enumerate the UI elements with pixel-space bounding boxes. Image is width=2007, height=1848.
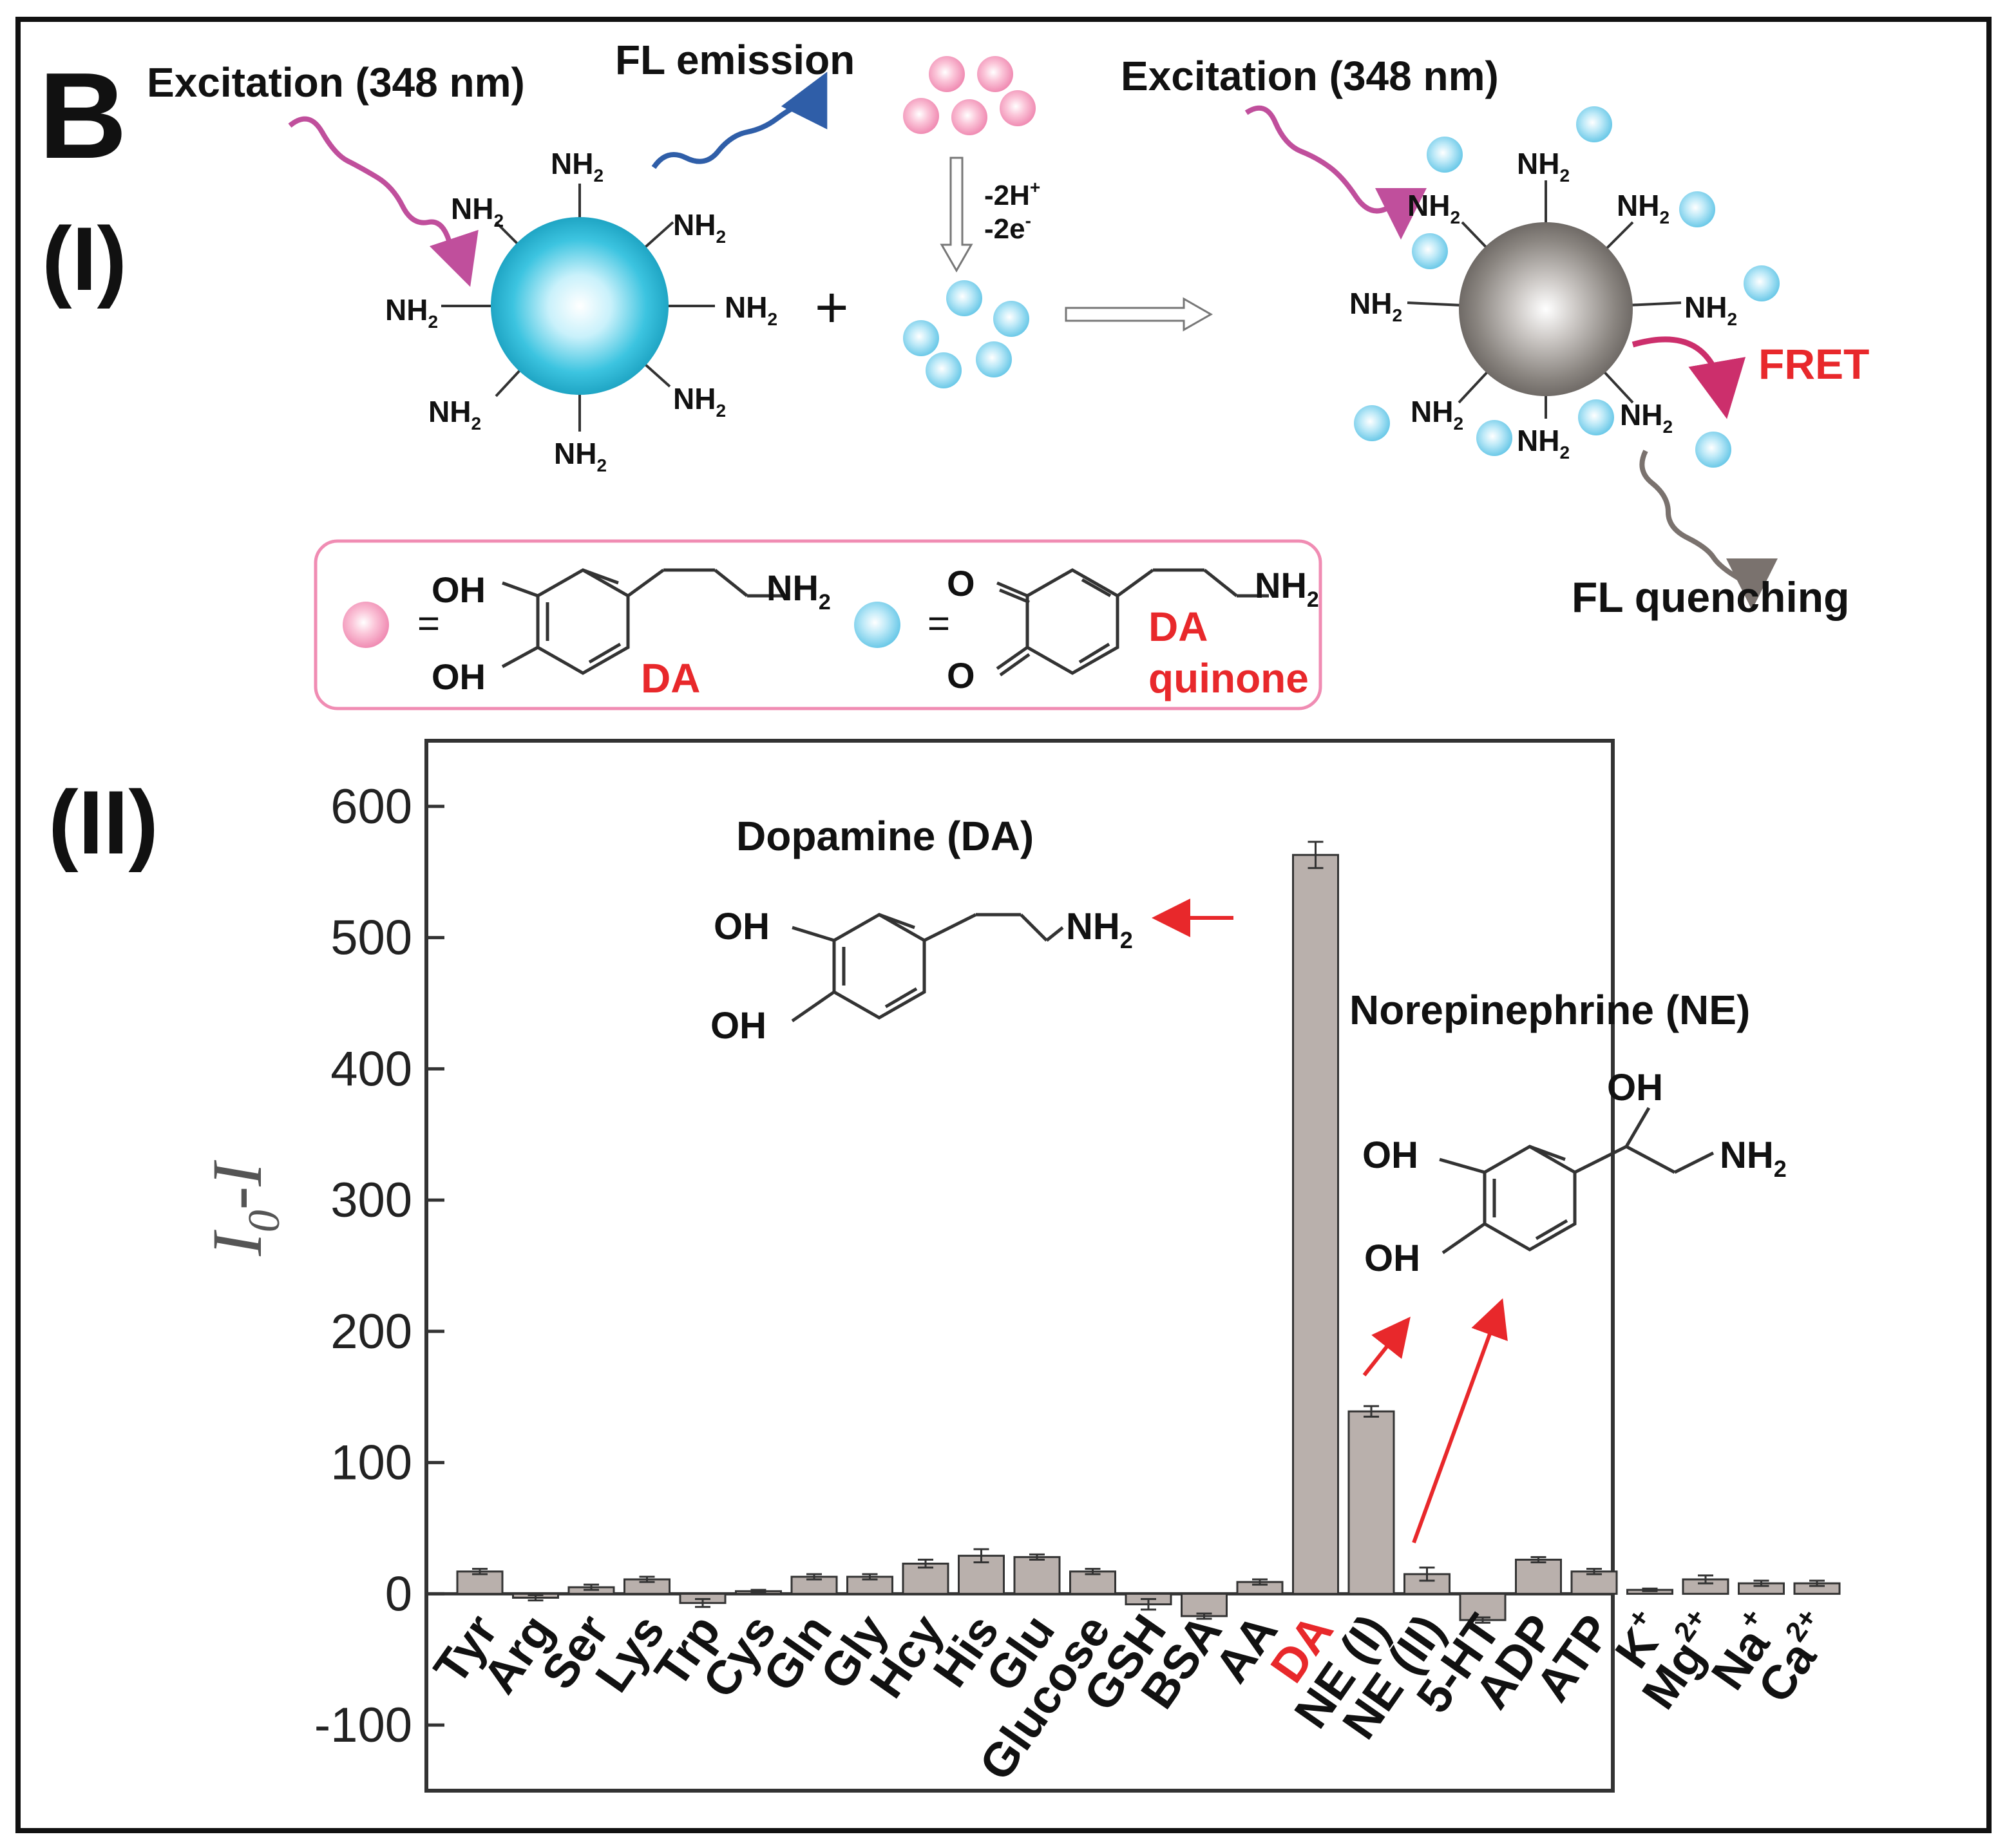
inset-da-nh2: NH2 [1066, 906, 1133, 953]
legend-quinone-nh2: NH2 [1255, 565, 1319, 612]
oxidation-arrow [940, 157, 973, 273]
scheme-part-i: Excitation (348 nm) FL emission Excitati… [147, 37, 1869, 710]
excitation-right-label: Excitation (348 nm) [1121, 53, 1499, 99]
inset-ne-oh-2: OH [1364, 1237, 1420, 1279]
y-tick-label: 100 [330, 1436, 412, 1491]
y-tick-label: 600 [330, 779, 412, 834]
right-amine-labels: NH2 NH2 NH2 NH2 NH2 NH2 NH2 NH2 [1349, 147, 1737, 462]
blue-nanoparticle [441, 184, 715, 432]
y-tick-label: 300 [330, 1173, 412, 1228]
fl-quenching-label: FL quenching [1572, 573, 1849, 621]
inset-ne-oh-top: OH [1607, 1067, 1663, 1109]
dopamine-structure-inset [791, 913, 1064, 1023]
part-ii-label: (II) [48, 772, 158, 873]
legend-blue-particle [854, 602, 900, 648]
reaction-e-label: -2e- [984, 211, 1031, 245]
plus-sign: + [815, 276, 849, 340]
y-axis-label: I0-I [198, 1160, 289, 1257]
inset-ne-nh2: NH2 [1720, 1134, 1787, 1182]
bar-tyr [456, 1570, 504, 1595]
norepinephrine-annotation-title: Norepinephrine (NE) [1349, 987, 1750, 1033]
bar-bsa [1181, 1592, 1228, 1617]
svg-text:NH2: NH2 [673, 382, 726, 421]
bar-gln [790, 1576, 838, 1595]
legend-da-label: DA [641, 655, 700, 701]
svg-text:NH2: NH2 [385, 293, 438, 332]
excitation-right-wave [1244, 105, 1427, 240]
adsorbed-quinones [1354, 106, 1780, 468]
bar-adp [1515, 1558, 1562, 1595]
plot-frame [424, 739, 1615, 1793]
ne-i-pointer-arrow [1362, 1317, 1411, 1376]
legend-da-nh2: NH2 [766, 567, 831, 614]
legend-eq-2: = [927, 602, 950, 645]
left-amine-labels: NH2 NH2 NH2 NH2 NH2 NH2 NH2 NH2 [385, 147, 777, 475]
structure-legend-box [314, 539, 1322, 710]
svg-text:NH2: NH2 [1684, 291, 1737, 329]
y-tick-label: 400 [330, 1042, 412, 1096]
blue-particles [903, 280, 1029, 388]
legend-pink-particle [343, 602, 389, 648]
inset-da-oh-1: OH [714, 906, 770, 948]
bar-glu [1013, 1556, 1061, 1595]
norepinephrine-structure-inset [1439, 1107, 1715, 1255]
dopamine-annotation-title: Dopamine (DA) [736, 813, 1034, 859]
svg-text:NH2: NH2 [1617, 189, 1669, 227]
grey-nanoparticle [1407, 180, 1682, 419]
y-tick-label: 500 [330, 911, 412, 966]
pink-particles [903, 56, 1036, 135]
y-tick-label: 200 [330, 1304, 412, 1359]
bar-5-ht [1459, 1592, 1507, 1621]
fl-emission-label: FL emission [615, 37, 855, 83]
fl-emission-wave [651, 71, 828, 169]
svg-text:NH2: NH2 [1411, 395, 1463, 433]
inset-da-oh-2: OH [710, 1005, 766, 1047]
svg-text:NH2: NH2 [428, 395, 481, 433]
legend-da-oh-2: OH [432, 656, 486, 697]
svg-text:NH2: NH2 [1620, 398, 1673, 437]
part-i-label: (I) [42, 208, 127, 309]
legend-quinone-label-1: DA [1148, 604, 1208, 650]
svg-text:NH2: NH2 [551, 147, 604, 186]
legend-eq-1: = [417, 602, 440, 645]
bar-ne-i- [1347, 1410, 1395, 1595]
excitation-left-label: Excitation (348 nm) [147, 59, 525, 106]
bar-glucose [1069, 1570, 1116, 1595]
svg-text:NH2: NH2 [1517, 147, 1570, 186]
svg-text:NH2: NH2 [554, 437, 607, 475]
y-tick-label: -100 [314, 1698, 412, 1753]
excitation-left-wave [288, 116, 479, 287]
panel-letter: B [39, 48, 127, 184]
fret-arrow [1631, 336, 1746, 419]
svg-text:NH2: NH2 [1407, 189, 1460, 227]
svg-text:NH2: NH2 [1349, 287, 1402, 325]
ne-ii-pointer-arrow [1412, 1298, 1508, 1544]
reaction-h-label: -2H+ [984, 177, 1040, 211]
dopamine-structure-legend [501, 568, 786, 675]
y-tick-label: 0 [385, 1567, 412, 1621]
y-axis: -100 0 100 200 300 400 500 600 [314, 779, 444, 1753]
bar-da [1292, 853, 1339, 1595]
svg-text:NH2: NH2 [673, 208, 726, 247]
quinone-structure-legend [996, 568, 1269, 677]
inset-ne-oh-1: OH [1362, 1134, 1418, 1176]
svg-text:NH2: NH2 [451, 192, 504, 231]
bars-group [456, 841, 1841, 1624]
fret-label: FRET [1758, 340, 1869, 388]
legend-quinone-label-2: quinone [1148, 655, 1309, 701]
reaction-arrow [1065, 297, 1213, 332]
legend-quinone-o-1: O [947, 563, 975, 604]
fl-quenching-wave [1639, 450, 1778, 610]
svg-text:NH2: NH2 [725, 291, 777, 329]
legend-quinone-o-2: O [947, 655, 975, 696]
legend-da-oh-1: OH [432, 569, 486, 610]
svg-text:NH2: NH2 [1517, 424, 1570, 462]
